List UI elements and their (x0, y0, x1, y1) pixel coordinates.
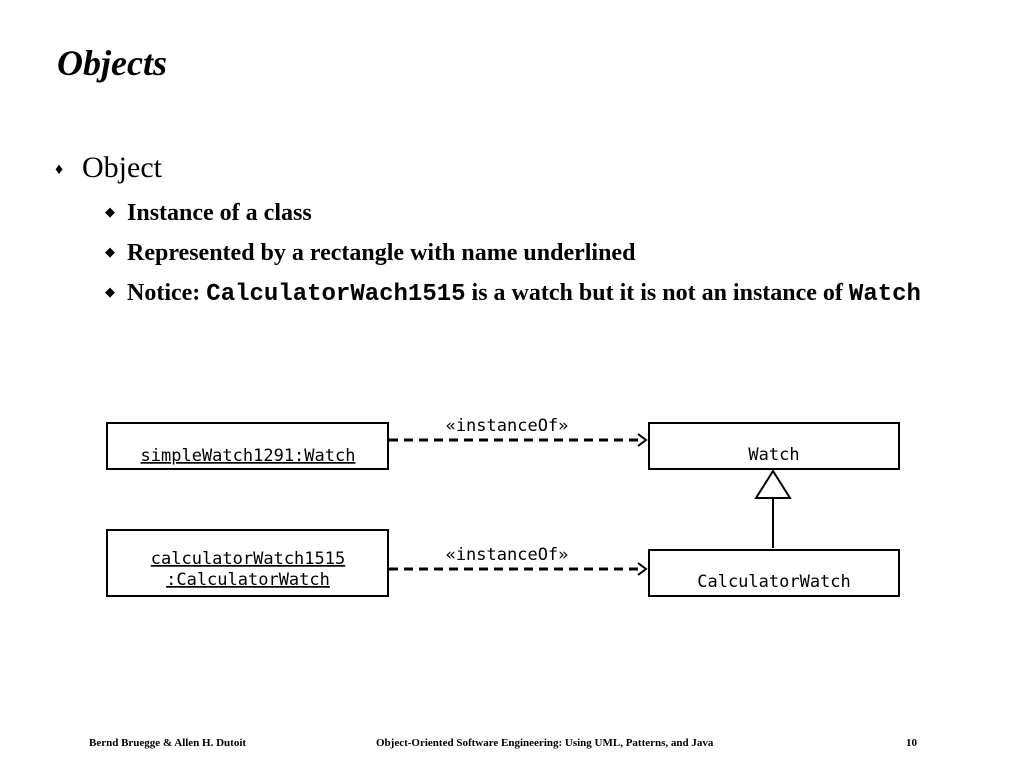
sub-bullet-text: Notice: CalculatorWach1515 is a watch bu… (127, 278, 955, 310)
diamond-bullet-icon: ◆ (105, 204, 115, 219)
footer-page-number: 10 (906, 737, 917, 749)
notice-middle: is a watch but it is not an instance of (465, 280, 849, 306)
sub-bullet-text: Represented by a rectangle with name und… (127, 240, 636, 266)
diamond-bullet-icon: ♦ (55, 161, 64, 178)
sub-bullet-text: Instance of a class (127, 200, 312, 226)
slide-title: Objects (57, 43, 167, 83)
object-label-simplewatch: simpleWatch1291:Watch (141, 446, 356, 466)
class-label-watch: Watch (748, 445, 799, 465)
sub-bullet-notice: ◆ Notice: CalculatorWach1515 is a watch … (105, 278, 955, 310)
sub-bullet-instance: ◆ Instance of a class (105, 198, 955, 229)
bullet-object-label: Object (82, 151, 162, 184)
notice-prefix: Notice: (127, 280, 207, 306)
generalization-triangle-icon (754, 469, 792, 499)
footer-authors: Bernd Bruegge & Allen H. Dutoit (89, 737, 247, 749)
footer-book-title: Object-Oriented Software Engineering: Us… (376, 737, 714, 749)
sub-bullet-represented: ◆ Represented by a rectangle with name u… (105, 238, 955, 269)
object-label-calculatorwatch-line2: :CalculatorWatch (166, 570, 330, 590)
object-label-calculatorwatch-line1: calculatorWatch1515 (151, 549, 345, 569)
object-box-simplewatch (106, 422, 389, 470)
arrowhead-icon (637, 562, 648, 576)
code-calculatorwach1515: CalculatorWach1515 (206, 281, 466, 308)
object-box-calculatorwatch (106, 529, 389, 597)
instanceof-label-1: «instanceOf» (446, 416, 569, 436)
instanceof-label-2: «instanceOf» (446, 545, 569, 565)
diamond-bullet-icon: ◆ (105, 284, 115, 299)
class-label-calculatorwatch: CalculatorWatch (697, 572, 851, 592)
arrowhead-icon (637, 433, 648, 447)
code-watch: Watch (848, 281, 921, 308)
class-box-watch (648, 422, 900, 470)
diamond-bullet-icon: ◆ (105, 244, 115, 259)
class-box-calculatorwatch (648, 549, 900, 597)
